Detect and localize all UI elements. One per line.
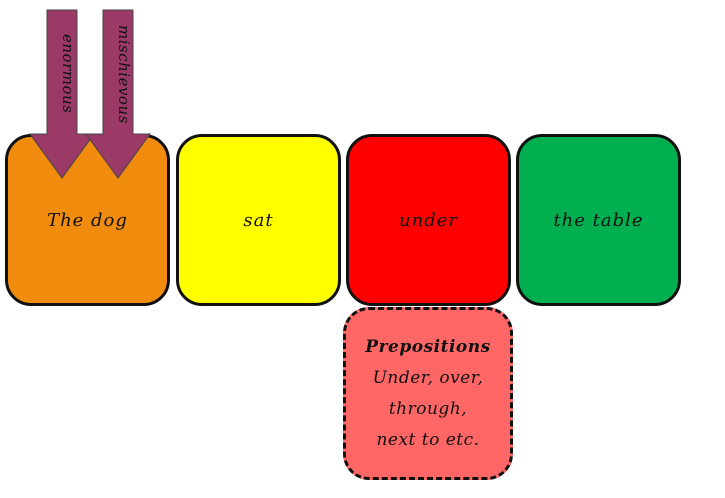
arrow-label-mischievous: mischievous xyxy=(115,24,133,124)
word-block-preposition: under xyxy=(346,134,511,306)
word-block-subject: The dog xyxy=(5,134,170,306)
word-block-subject-label: The dog xyxy=(47,209,128,231)
down-arrow-icon xyxy=(85,9,151,179)
prepositions-note-title: Prepositions xyxy=(365,336,491,357)
prepositions-note: Prepositions Under, over, through, next … xyxy=(343,307,513,480)
word-block-object: the table xyxy=(516,134,681,306)
prepositions-note-line: next to etc. xyxy=(376,429,480,450)
word-block-verb-label: sat xyxy=(243,209,274,231)
prepositions-note-line: Under, over, xyxy=(372,367,484,388)
word-block-verb: sat xyxy=(176,134,341,306)
prepositions-note-line: through, xyxy=(388,398,468,419)
word-block-object-label: the table xyxy=(553,209,644,231)
arrow-label-enormous: enormous xyxy=(59,34,77,114)
down-arrow-icon xyxy=(29,9,95,179)
word-block-preposition-label: under xyxy=(399,209,458,231)
